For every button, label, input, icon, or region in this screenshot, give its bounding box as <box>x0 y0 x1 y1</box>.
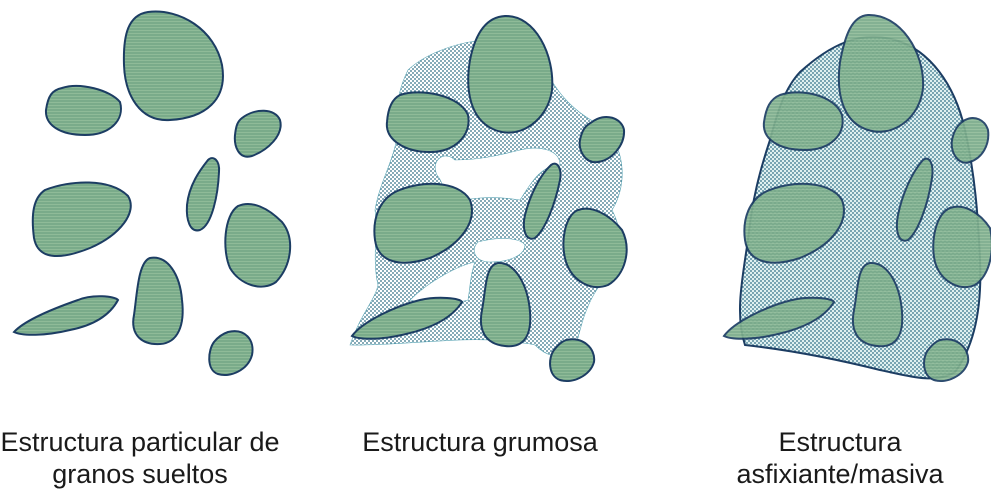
grain <box>225 204 290 287</box>
grain <box>563 209 626 287</box>
grain <box>924 339 968 381</box>
grain <box>235 111 281 157</box>
grain <box>764 92 843 150</box>
panel-particular-granos <box>14 12 290 375</box>
caption-line: granos sueltos <box>0 458 280 490</box>
caption-line: asfixiante/masiva <box>700 458 980 490</box>
caption-particular: Estructura particular de granos sueltos <box>0 426 280 490</box>
grain <box>209 331 252 375</box>
caption-line: Estructura particular de <box>0 426 280 458</box>
grain <box>387 92 469 152</box>
grain <box>33 182 131 256</box>
caption-line: Estructura grumosa <box>345 426 615 458</box>
grain <box>14 296 118 335</box>
grain <box>550 339 594 381</box>
panel-grumosa <box>350 16 627 381</box>
grain <box>124 12 223 121</box>
grain <box>46 86 121 135</box>
caption-masiva: Estructura asfixiante/masiva <box>700 426 980 490</box>
grain <box>468 16 552 133</box>
panel-masiva <box>724 15 991 381</box>
grain <box>187 158 219 230</box>
caption-line: Estructura <box>700 426 980 458</box>
grain <box>839 15 923 132</box>
grain <box>133 258 182 344</box>
caption-grumosa: Estructura grumosa <box>345 426 615 458</box>
grain <box>933 207 991 287</box>
